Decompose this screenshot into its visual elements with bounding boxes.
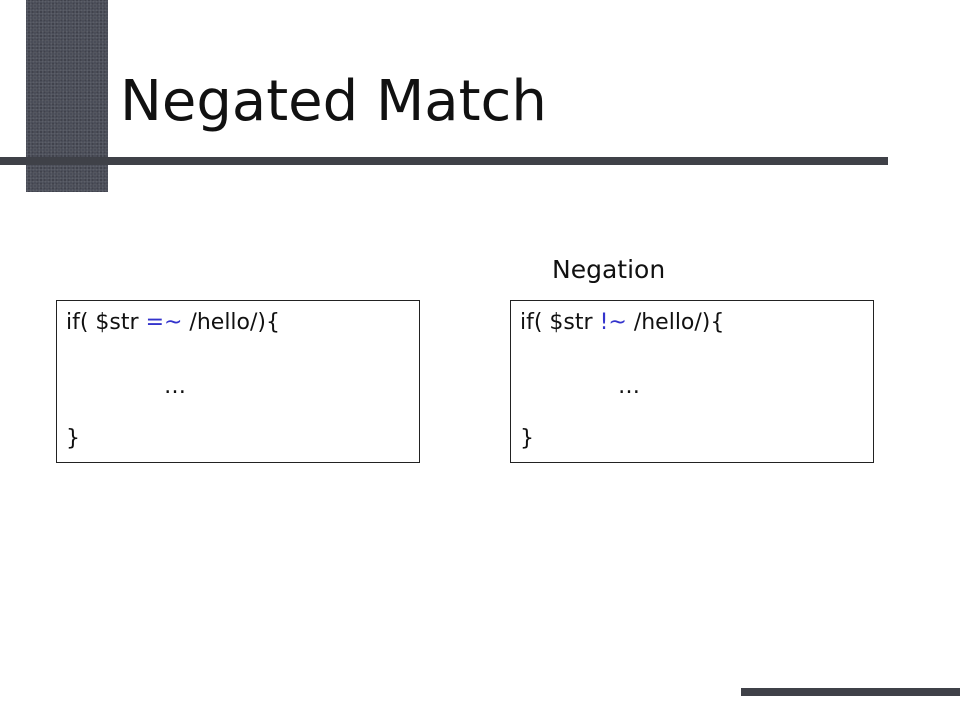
code-line-if: if( $str =~ /hello/){ (66, 310, 280, 336)
match-operator: =~ (145, 310, 183, 335)
slide-title: Negated Match (120, 69, 547, 134)
code-prefix: if( $str (520, 310, 600, 335)
code-suffix: /hello/){ (626, 310, 725, 335)
code-prefix: if( $str (66, 310, 146, 335)
negation-annotation: Negation (552, 255, 666, 284)
title-rule (0, 157, 888, 165)
code-line-closing: } (520, 426, 534, 451)
code-line-body: … (164, 374, 186, 399)
code-line-closing: } (66, 426, 80, 451)
bottom-rule (741, 688, 960, 696)
code-suffix: /hello/){ (182, 310, 280, 335)
code-box-match: if( $str =~ /hello/){ … } (56, 300, 420, 463)
code-line-body: … (618, 374, 640, 399)
negated-match-operator: !~ (599, 310, 627, 335)
code-box-negated-match: if( $str !~ /hello/){ … } (510, 300, 874, 463)
code-line-if: if( $str !~ /hello/){ (520, 310, 724, 336)
